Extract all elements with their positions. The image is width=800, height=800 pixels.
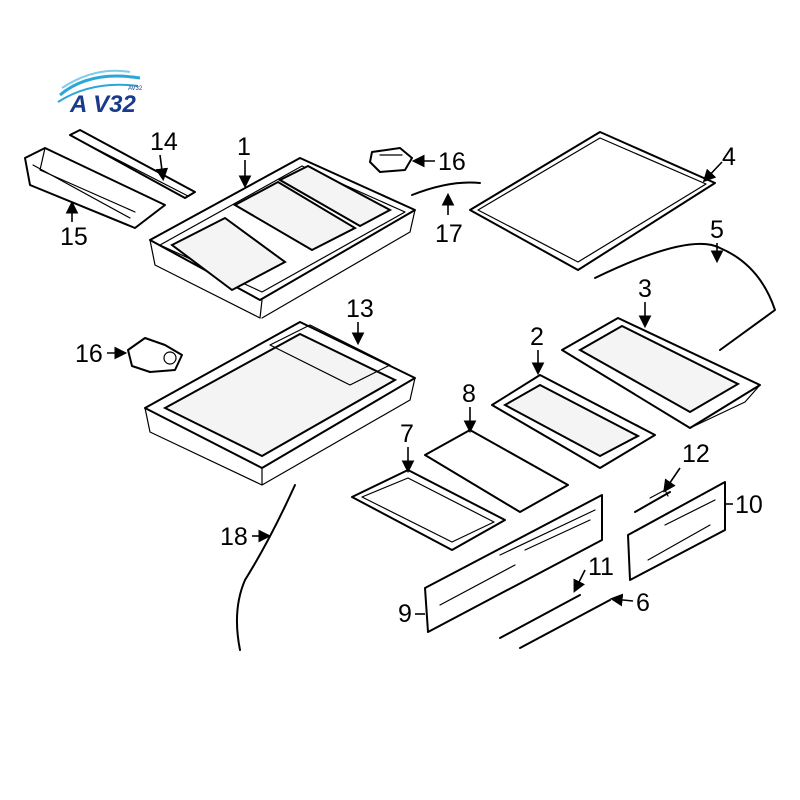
callout-11: 11 <box>573 553 614 593</box>
part-14-shade-bar <box>69 129 196 199</box>
callout-17-label: 17 <box>435 220 463 248</box>
callout-1-label: 1 <box>237 133 251 161</box>
callout-10: 10 <box>725 491 763 519</box>
callout-6-label: 6 <box>636 589 650 617</box>
callout-4: 4 <box>702 143 736 183</box>
callout-6: 6 <box>609 589 650 617</box>
callout-13: 13 <box>346 295 374 346</box>
callout-14-label: 14 <box>150 128 178 156</box>
part-15-sunshade <box>24 147 166 229</box>
logo-wordmark: A V32 <box>69 91 136 118</box>
callout-17: 17 <box>435 192 463 248</box>
part-13-frame <box>144 321 416 486</box>
brand-logo: A V32 AV32 <box>57 69 143 118</box>
callout-18: 18 <box>220 523 272 551</box>
part-1-frame <box>149 157 416 319</box>
callout-15-label: 15 <box>60 223 88 251</box>
callout-3-label: 3 <box>638 275 652 303</box>
part-9-rail-set <box>424 494 603 633</box>
part-16-motor-left <box>127 337 183 373</box>
callout-9-label: 9 <box>398 600 412 628</box>
callout-18-label: 18 <box>220 523 248 551</box>
callout-8-label: 8 <box>462 380 476 408</box>
part-4-seal <box>469 131 716 271</box>
part-2-glass-panel <box>491 374 656 469</box>
callout-16-left: 16 <box>75 340 128 368</box>
callout-16-top-label: 16 <box>438 148 466 176</box>
callout-16-top: 16 <box>411 148 466 176</box>
part-12-clip <box>634 489 671 513</box>
callout-16-left-label: 16 <box>75 340 103 368</box>
part-16-motor-top <box>369 147 413 173</box>
callout-2: 2 <box>530 323 545 376</box>
callout-4-label: 4 <box>722 143 736 171</box>
callout-11-label: 11 <box>588 553 614 581</box>
logo-subtext: AV32 <box>128 86 143 92</box>
part-18-drain-hose <box>236 484 296 651</box>
part-10-rail-kit <box>627 481 726 581</box>
callout-8: 8 <box>462 380 477 434</box>
callout-2-label: 2 <box>530 323 544 351</box>
part-3-glass-panel <box>561 317 761 429</box>
callout-10-label: 10 <box>735 491 763 519</box>
callout-5-label: 5 <box>710 216 724 244</box>
callout-1: 1 <box>237 133 252 189</box>
callout-14: 14 <box>150 128 178 182</box>
part-5-weatherstrip <box>594 242 776 351</box>
part-11-rail <box>499 594 581 639</box>
callout-9: 9 <box>398 600 425 628</box>
callout-15: 15 <box>60 200 88 251</box>
callout-7: 7 <box>400 420 415 474</box>
part-6-rail <box>519 599 611 649</box>
callout-12: 12 <box>663 440 710 493</box>
part-7-trim-panel <box>351 469 506 551</box>
callout-5: 5 <box>710 216 724 264</box>
part-8-trim-panel <box>424 429 569 513</box>
callout-7-label: 7 <box>400 420 414 448</box>
callout-3: 3 <box>638 275 652 329</box>
part-17-hose <box>411 181 481 196</box>
callout-13-label: 13 <box>346 295 374 323</box>
callout-12-label: 12 <box>682 440 710 468</box>
